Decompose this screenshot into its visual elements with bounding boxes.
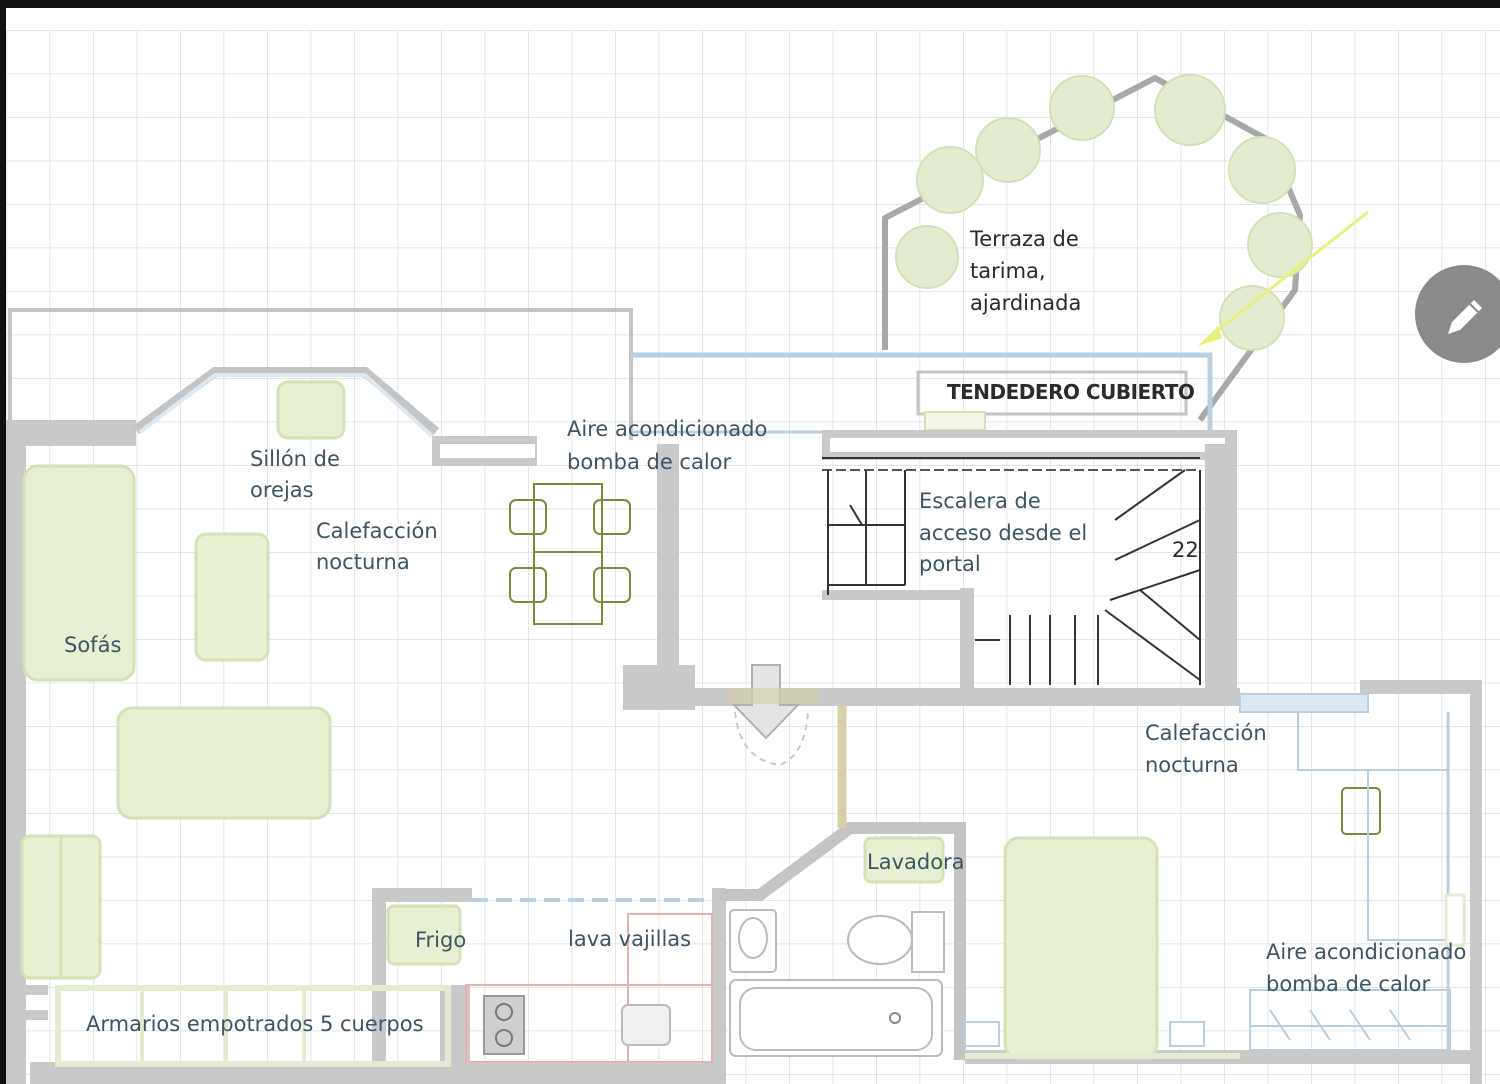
terrace-area	[882, 74, 1313, 422]
terrace-label-line2: tarima,	[970, 259, 1046, 283]
washer	[863, 836, 945, 884]
room-labels: Terraza de tarima, ajardinada TENDEDERO …	[64, 227, 1466, 1036]
left-border	[0, 0, 6, 1084]
tree-icon	[975, 117, 1041, 183]
closets	[55, 985, 451, 1067]
heating-left-label-line2: nocturna	[316, 550, 410, 574]
furniture	[20, 380, 1466, 1067]
chair	[1341, 787, 1381, 835]
walls	[6, 367, 1482, 1084]
tree-icon	[916, 146, 984, 214]
sofas-label: Sofás	[64, 633, 121, 657]
armchair	[276, 380, 346, 440]
tree-icon	[895, 225, 959, 289]
staircase: 22	[822, 457, 1201, 685]
ac-top-label-line2: bomba de calor	[567, 450, 732, 474]
stairs-label-line3: portal	[919, 552, 981, 576]
terrace-label-line1: Terraza de	[969, 227, 1079, 251]
tree-icon	[1247, 212, 1313, 278]
stairs-label-line2: acceso desde el	[919, 521, 1087, 545]
kitchen-counter	[465, 984, 713, 1063]
ac-top-label-line1: Aire acondicionado	[567, 417, 767, 441]
armchair-side	[194, 532, 270, 662]
closets-label: Armarios empotrados 5 cuerpos	[86, 1012, 424, 1036]
heating-right-label-line2: nocturna	[1145, 753, 1239, 777]
washer-label: Lavadora	[867, 850, 965, 874]
tree-icon	[1154, 74, 1226, 146]
top-border	[0, 0, 1500, 8]
step-number: 22	[1172, 538, 1199, 562]
drying-room-label: TENDEDERO CUBIERTO	[947, 380, 1194, 404]
dishwasher-label: lava vajillas	[568, 927, 691, 951]
tree-icon	[1219, 285, 1285, 351]
coffee-table	[116, 706, 332, 820]
armchair-label-line1: Sillón de	[250, 447, 340, 471]
nightstand	[1169, 1021, 1205, 1047]
bed	[1003, 836, 1159, 1060]
pencil-icon	[1448, 300, 1482, 334]
fridge	[386, 904, 462, 966]
tree-icon	[1228, 136, 1296, 204]
ac-bottom-label-line1: Aire acondicionado	[1266, 940, 1466, 964]
sink-icon	[621, 1004, 671, 1046]
dining-table	[509, 483, 631, 625]
bathroom-fixtures	[729, 909, 945, 1057]
stairs-label-line1: Escalera de	[919, 489, 1041, 513]
fridge-label: Frigo	[415, 928, 466, 952]
wardrobe	[1249, 989, 1451, 1051]
armchair-label-line2: orejas	[250, 478, 314, 502]
door-arrow	[728, 664, 818, 767]
edit-button[interactable]	[1415, 265, 1500, 363]
terrace-label-line3: ajardinada	[970, 291, 1081, 315]
entry-arrow	[1198, 210, 1369, 346]
ac-bottom-label-line2: bomba de calor	[1266, 972, 1431, 996]
nightstand	[964, 1021, 1000, 1047]
hob-icon	[483, 995, 525, 1055]
sofa-left	[22, 464, 136, 682]
heating-left-label-line1: Calefacción	[316, 519, 438, 543]
tree-icon	[1049, 75, 1115, 141]
heating-right-label-line1: Calefacción	[1145, 721, 1267, 745]
balcony-outline	[8, 308, 633, 440]
